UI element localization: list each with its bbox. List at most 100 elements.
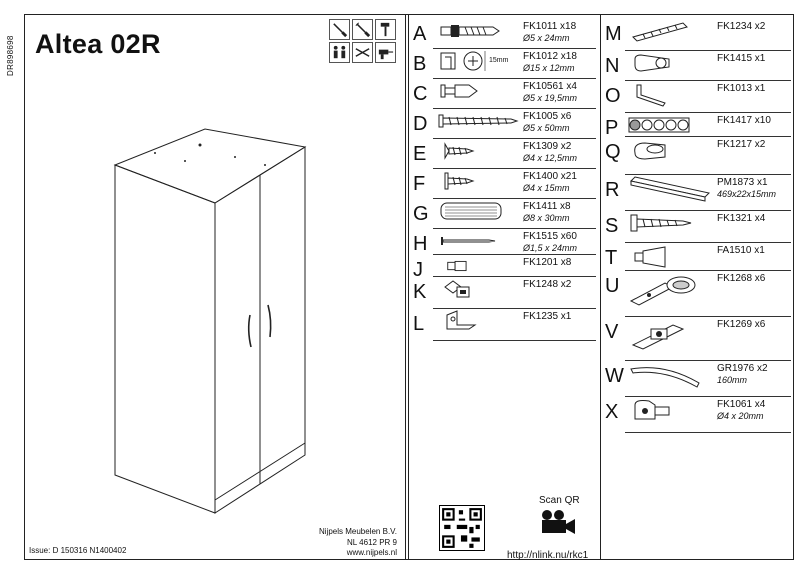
flat-screw-icon: [444, 172, 475, 190]
part-j: J FK1201 x8: [409, 255, 600, 281]
part-divider-line: [625, 360, 791, 361]
wardrobe-top-panel: [113, 128, 307, 204]
part-letter: O: [605, 85, 621, 107]
hanging-rail-icon: [629, 176, 711, 202]
part-divider-line: [625, 112, 791, 113]
part-dimension: Ø5 x 19,5mm: [523, 93, 578, 103]
wardrobe-side-panel: [114, 164, 216, 514]
overview-panel: Altea 02R: [25, 15, 405, 559]
part-divider-line: [433, 340, 596, 341]
part-divider-line: [625, 396, 791, 397]
part-dimension: Ø4 x 12,5mm: [523, 153, 578, 163]
part-divider-line: [625, 270, 791, 271]
part-code: FA1510 x1: [717, 245, 765, 256]
part-letter: E: [413, 143, 427, 165]
part-letter: B: [413, 53, 427, 75]
part-divider-line: [625, 80, 791, 81]
part-divider-line: [433, 48, 596, 49]
part-code: FK1415 x1: [717, 53, 766, 64]
part-code: FK1269 x6: [717, 319, 766, 330]
part-letter: N: [605, 55, 620, 77]
long-screw-icon: [438, 114, 519, 128]
part-code: FK1235 x1: [523, 311, 572, 322]
part-code: FK1005 x6: [523, 111, 572, 122]
part-letter: G: [413, 203, 429, 225]
part-code: PM1873 x1: [717, 177, 768, 188]
part-code: FK1268 x6: [717, 273, 766, 284]
part-divider-line: [625, 316, 791, 317]
part-letter: K: [413, 281, 427, 303]
screwdriver-phillips-icon: [352, 19, 373, 40]
part-o: O FK1013 x1: [601, 81, 795, 113]
two-persons-icon: [329, 42, 350, 63]
part-s: S FK1321 x4: [601, 211, 795, 243]
part-letter: M: [605, 23, 622, 45]
short-screw-icon: [444, 142, 475, 160]
part-divider-line: [625, 242, 791, 243]
handle-icon: [630, 367, 700, 388]
part-code: FK1012 x18: [523, 51, 577, 62]
part-divider-line: [625, 136, 791, 137]
dowel-screw-icon: [440, 25, 500, 37]
part-letter: X: [605, 401, 619, 423]
part-dimension: 469x22x15mm: [717, 189, 777, 199]
hinge-cap-icon: [634, 400, 670, 420]
allen-key-icon: [636, 84, 666, 107]
part-letter: Q: [605, 141, 621, 163]
cover-caps-icon: [628, 117, 690, 133]
part-k: K FK1248 x2: [409, 277, 600, 309]
pliers-icon: [352, 42, 373, 63]
part-dimension: Ø15 x 12mm: [523, 63, 575, 73]
drill-icon: [375, 42, 396, 63]
part-letter: D: [413, 113, 428, 135]
part-letter: F: [413, 173, 426, 195]
anti-tip-strip-icon: [632, 22, 688, 42]
part-code: FK1321 x4: [717, 213, 766, 224]
part-letter: A: [413, 23, 427, 45]
part-letter: C: [413, 83, 428, 105]
part-code: GR1976 x2: [717, 363, 768, 374]
part-divider-line: [433, 308, 596, 309]
part-divider-line: [625, 50, 791, 51]
instruction-sheet: Altea 02R: [24, 14, 795, 561]
door-handle-left: [247, 314, 252, 348]
part-divider-line: [433, 228, 596, 229]
cam-lock-icon: [440, 51, 486, 71]
part-code: FK1201 x8: [523, 257, 572, 268]
qr-url[interactable]: http://nlink.nu/rkc1: [507, 550, 589, 561]
nail-icon: [441, 237, 496, 245]
part-dimension: Ø4 x 15mm: [523, 183, 570, 193]
part-letter: J: [413, 259, 423, 281]
shelf-pin-icon: [447, 260, 467, 272]
part-code: FK1248 x2: [523, 279, 572, 290]
part-code: FK1013 x1: [717, 83, 766, 94]
clip-icon: [634, 54, 670, 72]
part-dimension: Ø5 x 50mm: [523, 123, 570, 133]
hinge-plate-icon: [631, 324, 685, 350]
wardrobe-front: [214, 146, 306, 514]
qr-code[interactable]: [439, 505, 485, 551]
part-code: FK10561 x4: [523, 81, 577, 92]
part-letter: H: [413, 233, 428, 255]
part-dimension: Ø8 x 30mm: [523, 213, 570, 223]
part-n: N FK1415 x1: [601, 51, 795, 81]
part-letter: V: [605, 321, 619, 343]
part-v: V FK1269 x6: [601, 317, 795, 361]
part-letter: S: [605, 215, 619, 237]
part-divider-line: [433, 168, 596, 169]
part-divider-line: [433, 108, 596, 109]
door-handle-right: [267, 304, 272, 338]
part-letter: W: [605, 365, 624, 387]
part-letter: T: [605, 247, 618, 269]
connector-bolt-icon: [440, 84, 478, 98]
video-camera-icon: [542, 510, 575, 534]
page-title: Altea 02R: [35, 29, 161, 59]
document-code: DR898698: [6, 35, 15, 76]
part-code: FK1011 x18: [523, 21, 577, 32]
part-code: FK1515 x60: [523, 231, 577, 242]
